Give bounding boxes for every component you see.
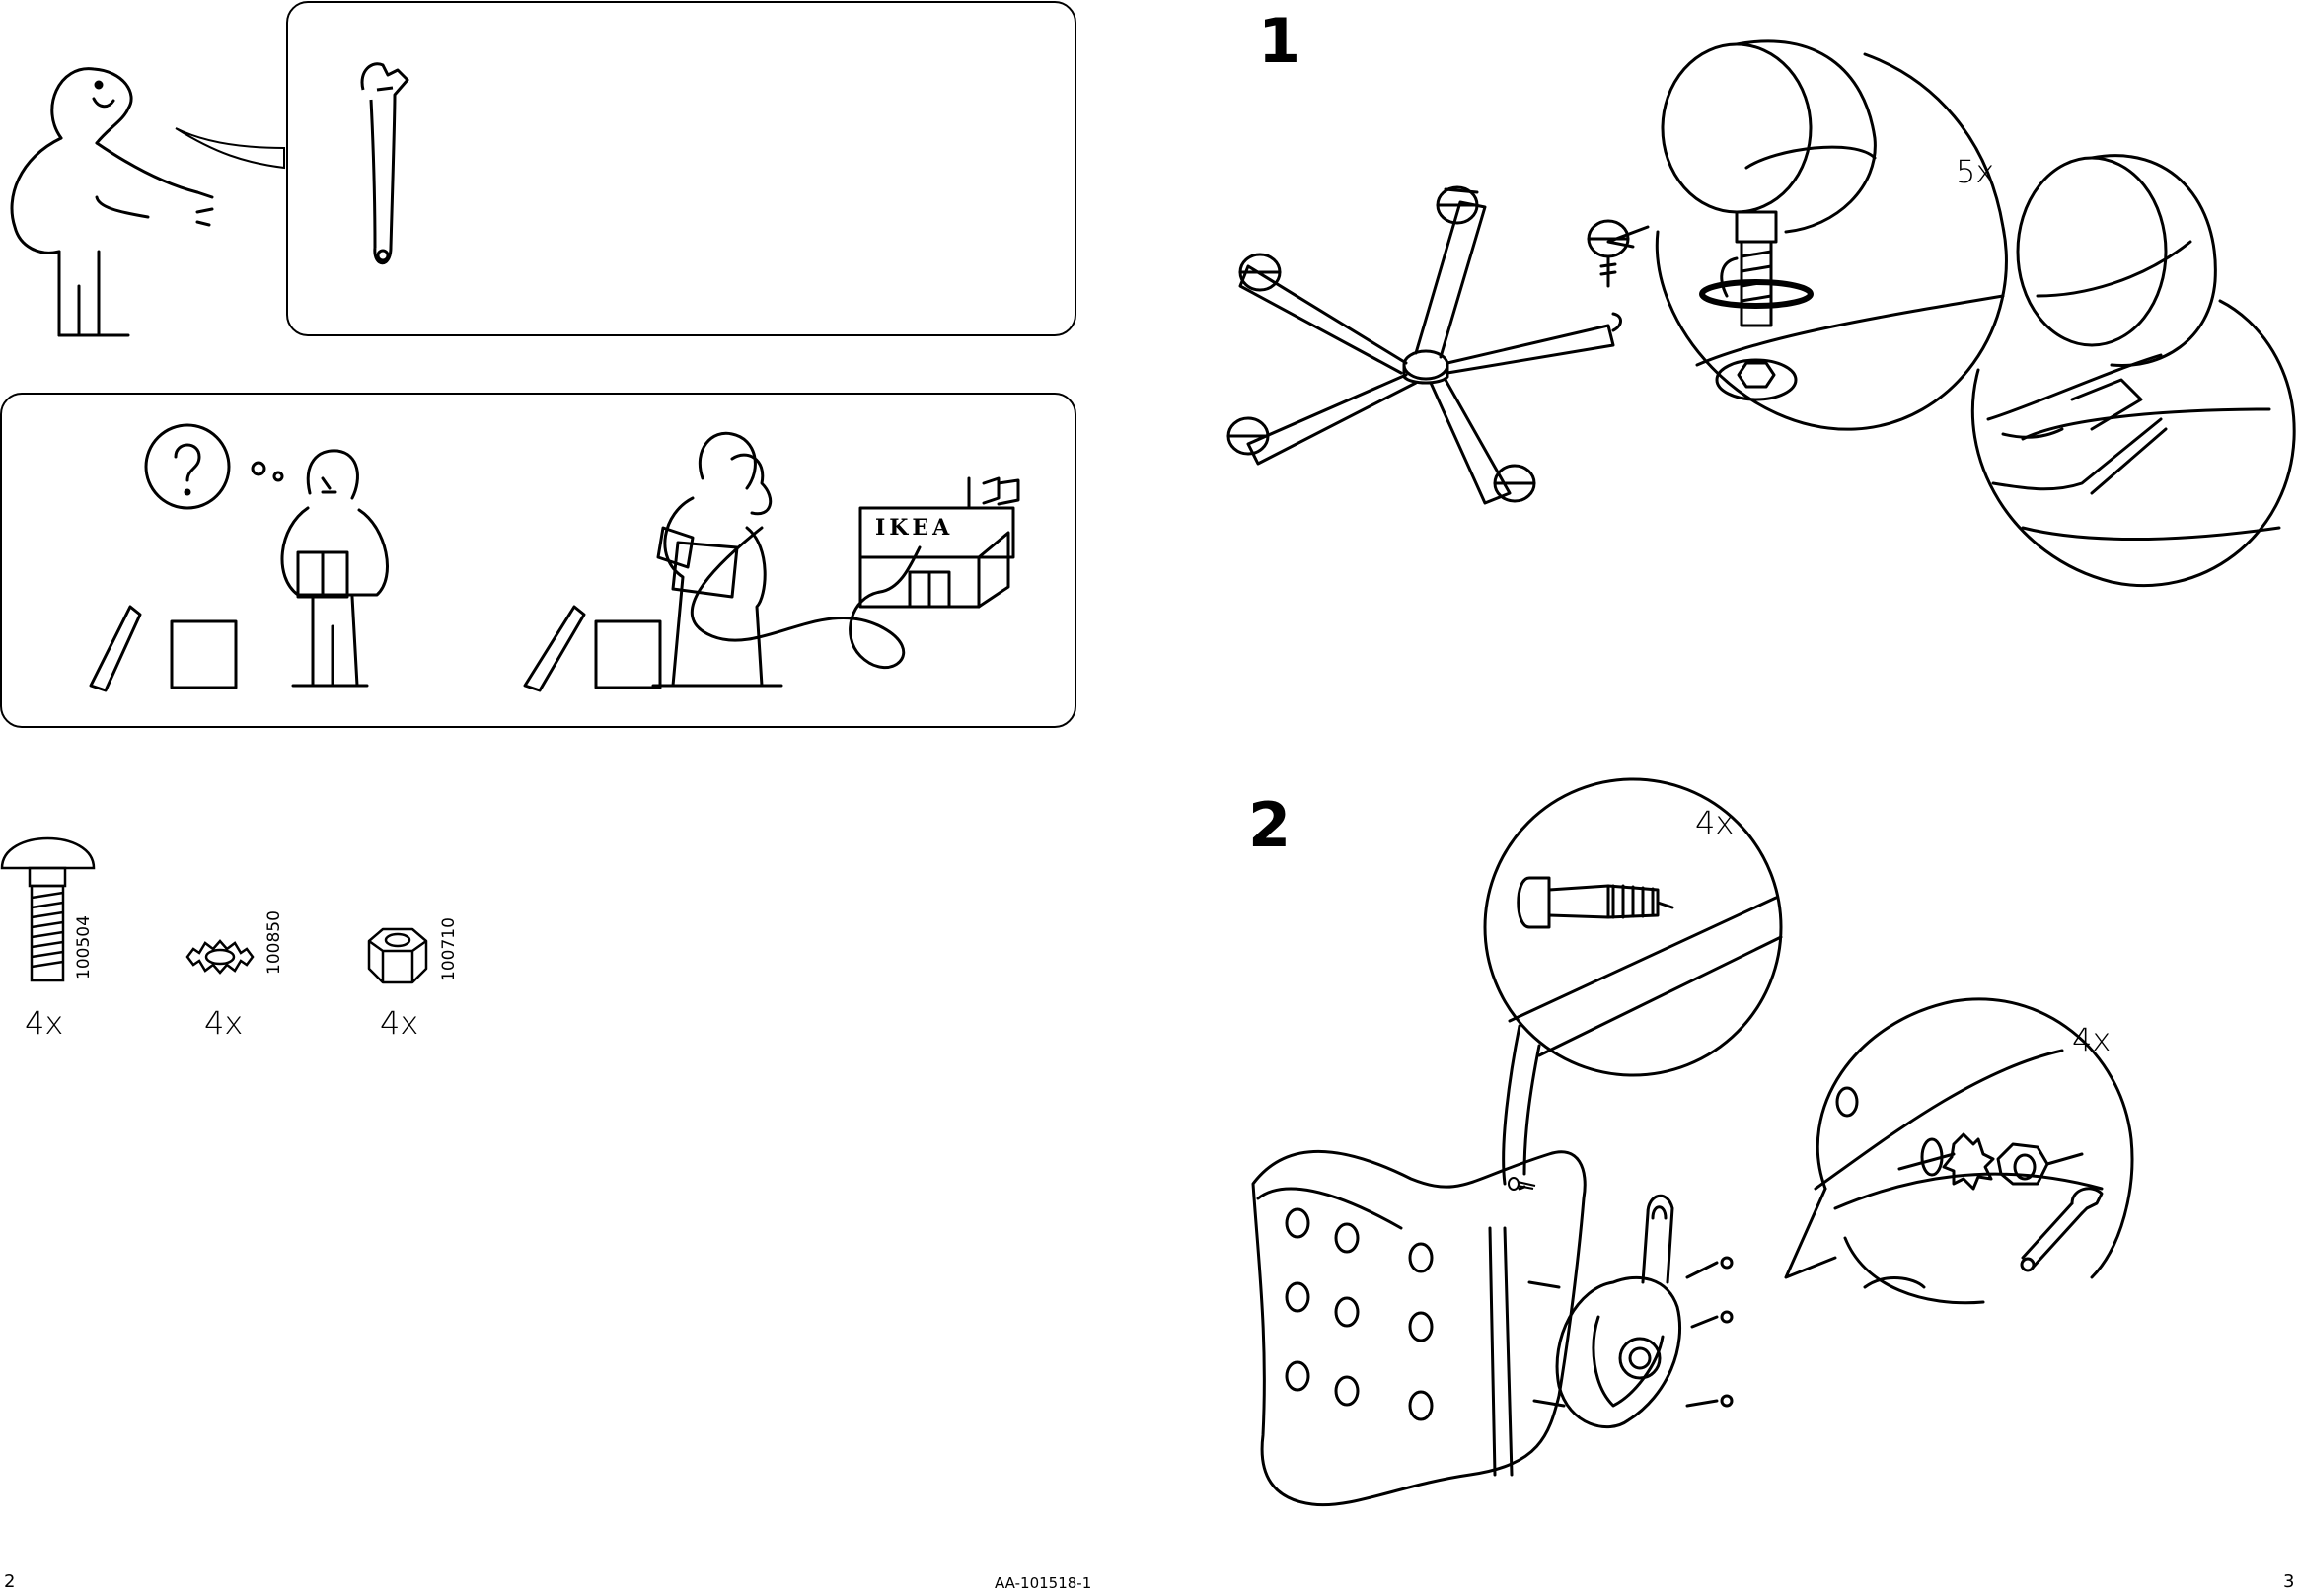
page-number-right: 3 — [2283, 1571, 2295, 1592]
part-qty: 4x — [204, 1004, 244, 1042]
bolt-detail-quantity: 4x — [1695, 804, 1735, 841]
caster-icon — [1438, 187, 1477, 223]
part-qty: 4x — [25, 1004, 64, 1042]
nut-washer-detail-circle — [1806, 991, 2131, 1337]
ikea-store-sign-text: IKEA — [875, 515, 954, 541]
hex-nut-icon — [367, 927, 428, 984]
carriage-bolt-icon — [0, 814, 99, 981]
part-qty: 4x — [380, 1004, 419, 1042]
bolt-small-icon — [1508, 1174, 1537, 1194]
page-number-left: 2 — [4, 1571, 16, 1592]
document-id: AA-101518-1 — [995, 1574, 1092, 1592]
adjustable-wrench-icon — [353, 60, 412, 277]
chair-seat-mechanism-illustration — [1253, 1139, 1806, 1514]
caster-icon — [1228, 418, 1268, 454]
step-1-quantity: 5x — [1956, 153, 1995, 190]
bolt-detail-circle — [1480, 779, 1786, 1090]
person-calling-ikea-illustration — [535, 419, 1048, 715]
lock-washer-icon — [185, 937, 255, 977]
nut-detail-quantity: 4x — [2072, 1021, 2112, 1058]
ikea-man-pointing-illustration — [0, 49, 237, 335]
step-1-number: 1 — [1258, 5, 1301, 77]
step-2-number: 2 — [1248, 789, 1292, 861]
part-number-label: 100710 — [439, 917, 459, 981]
speech-bubble-tail — [176, 118, 294, 178]
part-number-label: 100850 — [264, 910, 284, 975]
caster-icon — [1589, 221, 1628, 286]
help-panel: IKEA — [0, 393, 1076, 728]
caster-icon — [1495, 466, 1534, 501]
confused-person-with-manual-illustration — [101, 419, 416, 715]
chair-base-with-casters-illustration — [1219, 178, 1663, 533]
caster-icon — [1240, 254, 1280, 290]
part-number-label: 100504 — [74, 915, 94, 979]
caster-detail-circle-2-with-wrench — [1964, 143, 2298, 597]
tools-needed-panel — [286, 1, 1076, 336]
caster-detail-circle-1 — [1638, 30, 2023, 434]
question-bubble — [146, 425, 229, 508]
